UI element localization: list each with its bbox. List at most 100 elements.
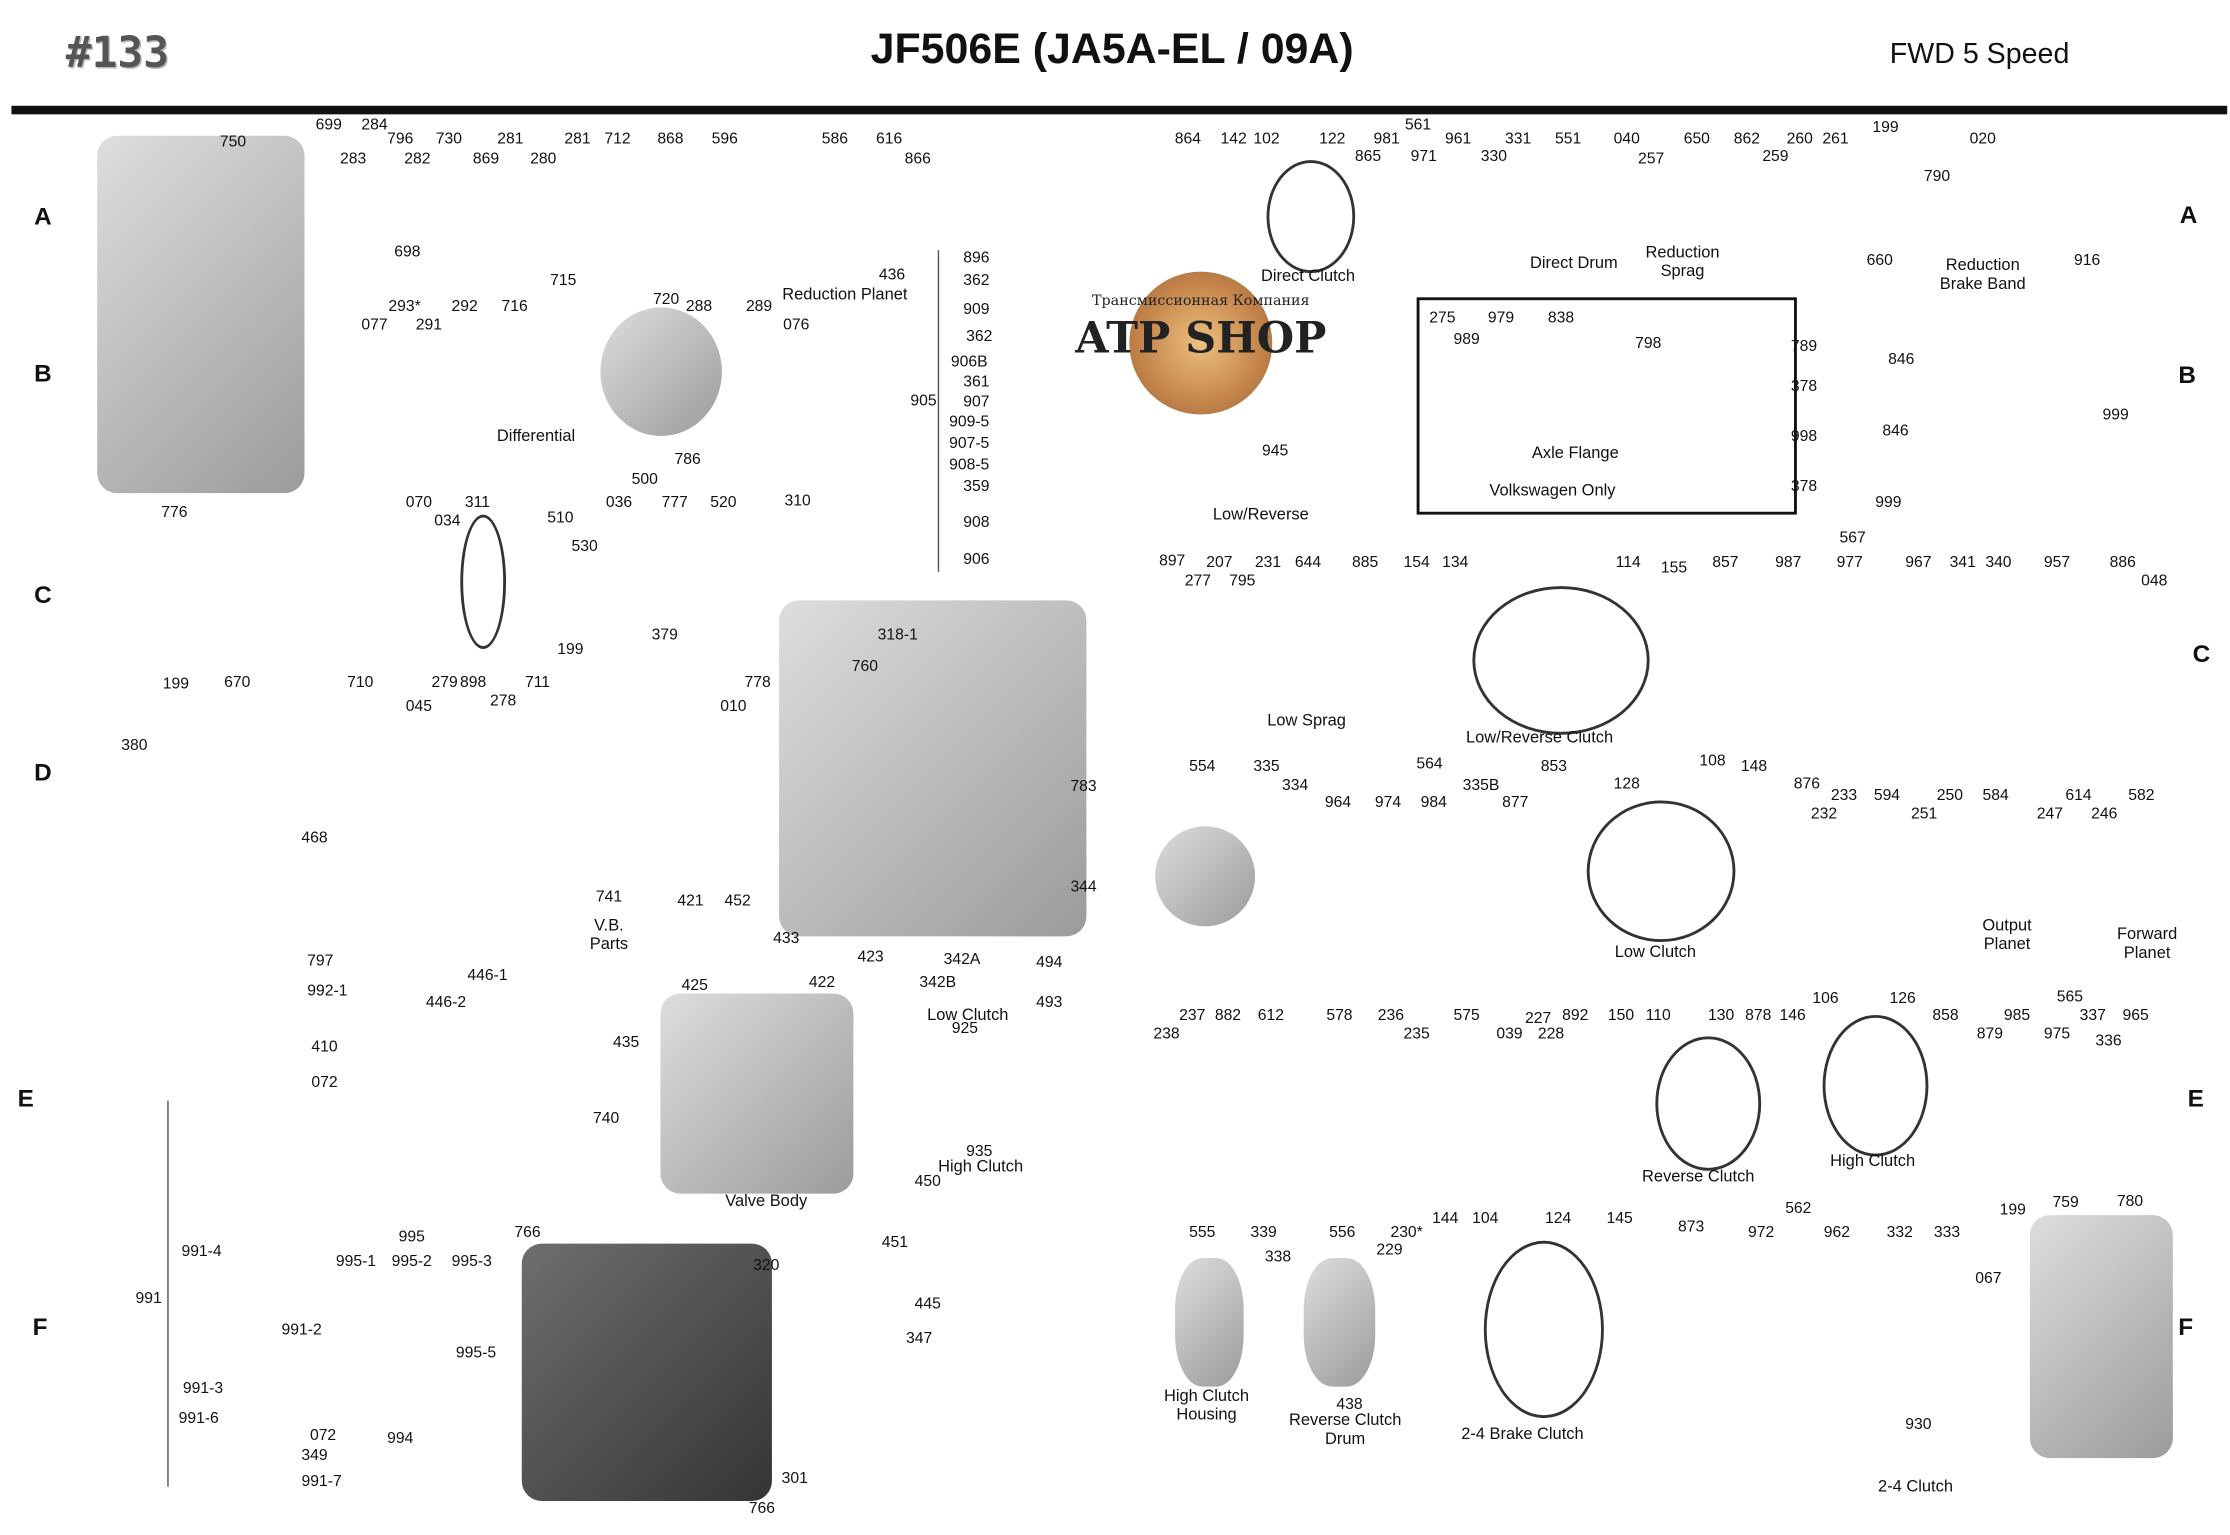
part-number-label: 227 bbox=[1525, 1009, 1552, 1028]
part-number-label: 423 bbox=[857, 948, 884, 966]
part-number-label: 281 bbox=[564, 130, 591, 148]
part-number-label: 612 bbox=[1257, 1007, 1284, 1025]
part-number-label: 582 bbox=[2128, 786, 2155, 805]
part-number-label: 999 bbox=[2102, 406, 2129, 424]
part-number-label: 786 bbox=[674, 451, 701, 469]
part-number-label: 237 bbox=[1179, 1007, 1206, 1025]
part-number-label: 989 bbox=[1453, 330, 1480, 349]
part-number-label: 930 bbox=[1905, 1415, 1932, 1434]
part-number-label: 199 bbox=[557, 641, 584, 659]
part-number-label: 451 bbox=[881, 1234, 908, 1252]
clutch-plates-reverse bbox=[1655, 1036, 1762, 1171]
part-number-label: 907-5 bbox=[949, 435, 990, 453]
part-number-label: 291 bbox=[415, 316, 442, 334]
part-number-label: 853 bbox=[1540, 758, 1567, 776]
part-number-label: 862 bbox=[1733, 130, 1760, 148]
diagram-number: #133 bbox=[65, 28, 170, 79]
part-number-label: 945 bbox=[1261, 442, 1289, 460]
part-number-label: 886 bbox=[2109, 553, 2136, 572]
part-number-label: 909-5 bbox=[949, 413, 990, 431]
part-number-label: 530 bbox=[571, 538, 598, 556]
part-number-label: 283 bbox=[339, 150, 367, 168]
part-number-label: 257 bbox=[1637, 150, 1665, 168]
part-number-label: 965 bbox=[2122, 1007, 2149, 1025]
row-letter-left: C bbox=[34, 581, 52, 609]
part-number-label: 869 bbox=[472, 150, 500, 168]
part-number-label: 072 bbox=[311, 1074, 338, 1092]
part-number-label: 995-1 bbox=[335, 1252, 377, 1271]
component-caption: Differential bbox=[496, 428, 576, 446]
part-number-label: 277 bbox=[1184, 572, 1212, 590]
part-number-label: 979 bbox=[1487, 309, 1515, 327]
part-number-label: 562 bbox=[1785, 1200, 1812, 1218]
part-number-label: 340 bbox=[1985, 553, 2012, 572]
part-number-label: 967 bbox=[1905, 553, 1932, 572]
part-number-label: 712 bbox=[604, 130, 631, 148]
part-number-label: 551 bbox=[1555, 130, 1582, 148]
volkswagen-only-box bbox=[1416, 297, 1797, 515]
part-number-label: 776 bbox=[161, 503, 188, 522]
part-number-label: 020 bbox=[1969, 130, 1996, 148]
part-number-label: 916 bbox=[2073, 252, 2101, 270]
part-number-label: 981 bbox=[1373, 130, 1400, 148]
part-number-label: 106 bbox=[1812, 989, 1839, 1008]
component-caption: Low Clutch bbox=[1614, 944, 1697, 962]
row-letter-right: E bbox=[2187, 1084, 2204, 1113]
part-number-label: 279 bbox=[431, 674, 458, 692]
part-number-label: 338 bbox=[1264, 1248, 1292, 1266]
part-number-label: 422 bbox=[808, 974, 836, 992]
row-letter-left: A bbox=[34, 202, 52, 231]
part-number-label: 072 bbox=[309, 1427, 337, 1445]
reverse-clutch-drum-image bbox=[1303, 1257, 1376, 1387]
part-number-label: 567 bbox=[1839, 529, 1866, 547]
part-number-label: 796 bbox=[387, 130, 414, 148]
part-number-label: 720 bbox=[653, 290, 680, 309]
part-number-label: 379 bbox=[651, 626, 678, 644]
part-number-label: 991-2 bbox=[281, 1321, 322, 1339]
part-number-label: 110 bbox=[1645, 1007, 1671, 1025]
part-number-label: 034 bbox=[434, 512, 461, 530]
part-number-label: 334 bbox=[1282, 776, 1309, 795]
part-number-label: 280 bbox=[530, 150, 557, 168]
part-number-label: 864 bbox=[1174, 130, 1202, 148]
part-number-label: 311 bbox=[464, 493, 490, 512]
part-number-label: 873 bbox=[1677, 1218, 1705, 1236]
part-number-label: 332 bbox=[1886, 1224, 1913, 1242]
part-number-label: 446-2 bbox=[425, 994, 467, 1012]
part-number-label: 556 bbox=[1329, 1224, 1356, 1242]
part-number-label: 500 bbox=[631, 471, 658, 489]
part-number-label: 231 bbox=[1254, 553, 1282, 572]
part-number-label: 067 bbox=[1975, 1270, 2002, 1288]
oil-pan-image bbox=[521, 1243, 772, 1501]
part-number-label: 586 bbox=[821, 130, 848, 148]
component-caption: Reverse Clutch Drum bbox=[1288, 1412, 1402, 1449]
part-number-label: 882 bbox=[1214, 1007, 1242, 1025]
valve-body-image bbox=[660, 993, 854, 1194]
part-number-label: 995-5 bbox=[455, 1344, 497, 1362]
part-number-label: 992-1 bbox=[307, 982, 348, 1000]
part-number-label: 228 bbox=[1537, 1025, 1565, 1043]
component-caption: High Clutch bbox=[1830, 1152, 1916, 1171]
part-number-label: 892 bbox=[1562, 1007, 1589, 1025]
part-number-label: 342B bbox=[919, 974, 957, 992]
part-number-label: 971 bbox=[1410, 147, 1437, 166]
part-number-label: 991-6 bbox=[178, 1410, 219, 1428]
part-number-label: 452 bbox=[724, 892, 751, 910]
part-number-label: 879 bbox=[1976, 1025, 2003, 1043]
clutch-plates-direct bbox=[1266, 160, 1356, 274]
part-number-label: 380 bbox=[121, 736, 148, 755]
part-number-label: 438 bbox=[1336, 1395, 1363, 1414]
part-number-label: 670 bbox=[224, 674, 251, 692]
component-caption: Reduction Planet bbox=[782, 286, 908, 304]
part-number-label: 878 bbox=[1745, 1007, 1772, 1025]
part-number-label: 284 bbox=[361, 116, 388, 134]
part-number-label: 866 bbox=[904, 150, 931, 168]
row-letter-left: D bbox=[34, 759, 52, 787]
part-number-label: 898 bbox=[460, 674, 487, 692]
part-number-label: 995 bbox=[398, 1228, 425, 1246]
part-number-label: 999 bbox=[1875, 493, 1902, 512]
part-number-label: 336 bbox=[2095, 1032, 2122, 1050]
part-number-label: 146 bbox=[1779, 1007, 1806, 1025]
part-number-label: 995-2 bbox=[391, 1252, 432, 1271]
component-caption: Direct Drum bbox=[1530, 255, 1618, 273]
